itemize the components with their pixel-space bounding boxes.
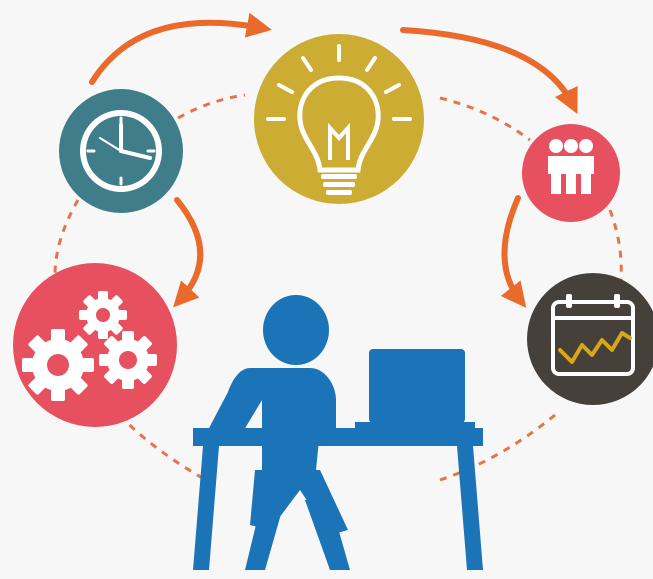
- arrow-clock-to-gears: [173, 197, 204, 308]
- arrow-team-to-chart: [500, 195, 527, 308]
- lightbulb-icon: [254, 34, 424, 204]
- gears-icon: [13, 263, 177, 427]
- person-at-desk-icon: [193, 295, 483, 570]
- arrow-idea-to-team: [400, 27, 578, 115]
- arrow-clock-to-idea: [89, 12, 272, 85]
- people-icon: [522, 124, 620, 222]
- clock-icon: [59, 89, 183, 213]
- calendar-chart-icon: [527, 273, 653, 405]
- flow-arrows: [89, 12, 578, 308]
